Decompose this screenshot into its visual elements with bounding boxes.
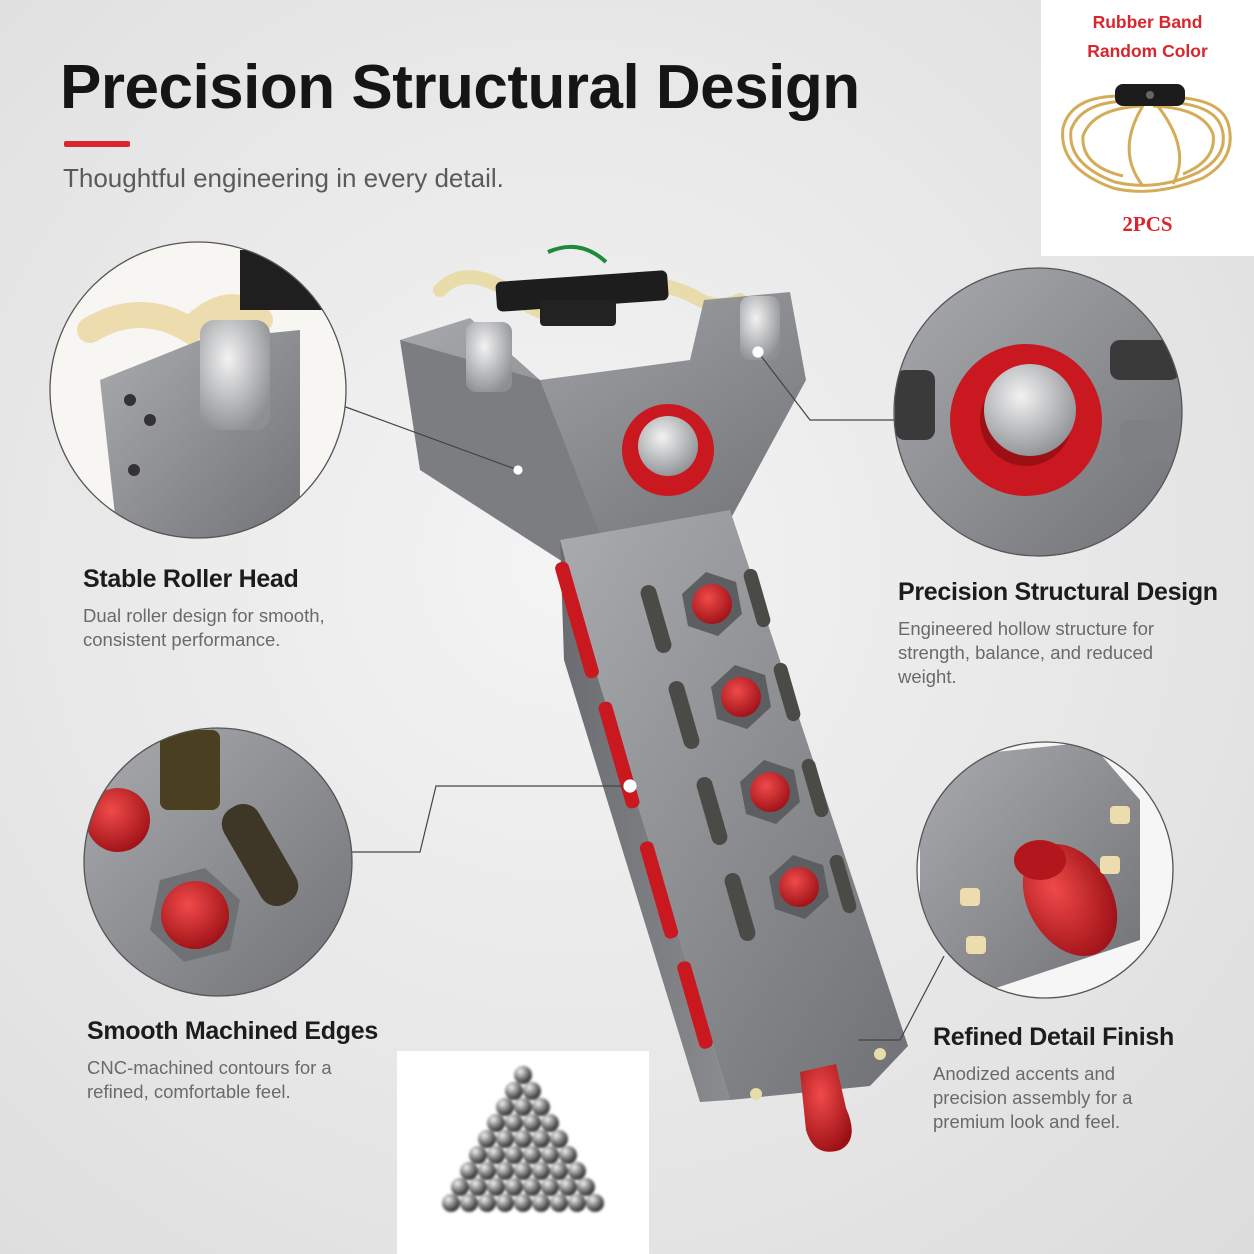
feature-machined-edges: Smooth Machined Edges CNC-machined conto…	[87, 1017, 387, 1104]
steel-ball	[451, 1178, 469, 1196]
steel-ball	[478, 1130, 496, 1148]
steel-ball	[577, 1178, 595, 1196]
steel-ball	[514, 1098, 532, 1116]
steel-ball	[514, 1194, 532, 1212]
steel-ball	[514, 1130, 532, 1148]
steel-ball	[505, 1146, 523, 1164]
rubber-band-label: Rubber Band	[1092, 12, 1203, 32]
steel-balls-image	[442, 1066, 604, 1212]
steel-ball	[478, 1194, 496, 1212]
feature-roller-head: Stable Roller Head Dual roller design fo…	[83, 565, 383, 652]
steel-ball	[586, 1194, 604, 1212]
steel-ball	[523, 1082, 541, 1100]
steel-ball	[559, 1178, 577, 1196]
steel-ball	[496, 1130, 514, 1148]
steel-ball	[505, 1178, 523, 1196]
steel-ball	[541, 1114, 559, 1132]
steel-ball	[487, 1178, 505, 1196]
steel-ball	[469, 1146, 487, 1164]
steel-ball	[460, 1194, 478, 1212]
steel-ball	[523, 1178, 541, 1196]
steel-ball	[487, 1146, 505, 1164]
steel-ball	[541, 1146, 559, 1164]
detail-circle-roller-head	[49, 241, 347, 539]
steel-ball	[496, 1194, 514, 1212]
feature-description: CNC-machined contours for a refined, com…	[87, 1057, 332, 1102]
steel-ball	[568, 1194, 586, 1212]
steel-ball	[559, 1146, 577, 1164]
steel-ball	[478, 1162, 496, 1180]
steel-ball	[541, 1178, 559, 1196]
feature-structural-design: Precision Structural Design Engineered h…	[898, 578, 1218, 689]
steel-ball	[460, 1162, 478, 1180]
feature-description: Anodized accents and precision assembly …	[933, 1063, 1133, 1132]
feature-title: Smooth Machined Edges	[87, 1017, 378, 1045]
steel-ball	[496, 1098, 514, 1116]
steel-ball	[496, 1162, 514, 1180]
steel-ball	[532, 1098, 550, 1116]
steel-ball	[550, 1130, 568, 1148]
feature-title: Refined Detail Finish	[933, 1023, 1174, 1051]
steel-ball	[523, 1146, 541, 1164]
steel-ball	[532, 1194, 550, 1212]
steel-ball	[523, 1114, 541, 1132]
page-subtitle: Thoughtful engineering in every detail.	[63, 163, 504, 193]
steel-ball	[505, 1114, 523, 1132]
steel-ball	[505, 1082, 523, 1100]
feature-description: Engineered hollow structure for strength…	[898, 618, 1155, 687]
feature-description: Dual roller design for smooth, consisten…	[83, 605, 325, 650]
title-accent-bar	[64, 141, 130, 147]
steel-ball	[532, 1162, 550, 1180]
steel-balls-inset	[397, 1051, 649, 1254]
feature-detail-finish: Refined Detail Finish Anodized accents a…	[933, 1023, 1174, 1134]
steel-ball	[532, 1130, 550, 1148]
leader-lines	[342, 346, 945, 1041]
steel-ball	[442, 1194, 460, 1212]
detail-circle-machined-edges	[83, 727, 353, 997]
steel-ball	[550, 1194, 568, 1212]
steel-ball	[487, 1114, 505, 1132]
steel-ball	[514, 1162, 532, 1180]
steel-ball	[568, 1162, 586, 1180]
rubber-band-image	[1061, 84, 1232, 193]
quantity-label: 2PCS	[1122, 212, 1173, 236]
steel-ball	[514, 1066, 532, 1084]
steel-ball	[469, 1178, 487, 1196]
slingshot	[400, 244, 908, 1152]
random-color-label: Random Color	[1087, 41, 1208, 61]
steel-ball	[550, 1162, 568, 1180]
rubber-band-inset: Rubber Band Random Color 2PCS	[1041, 0, 1254, 256]
detail-circle-detail-finish	[916, 741, 1174, 999]
feature-title: Stable Roller Head	[83, 565, 299, 593]
feature-title: Precision Structural Design	[898, 578, 1218, 606]
page-title: Precision Structural Design	[60, 53, 860, 122]
detail-circle-structure	[893, 267, 1183, 557]
